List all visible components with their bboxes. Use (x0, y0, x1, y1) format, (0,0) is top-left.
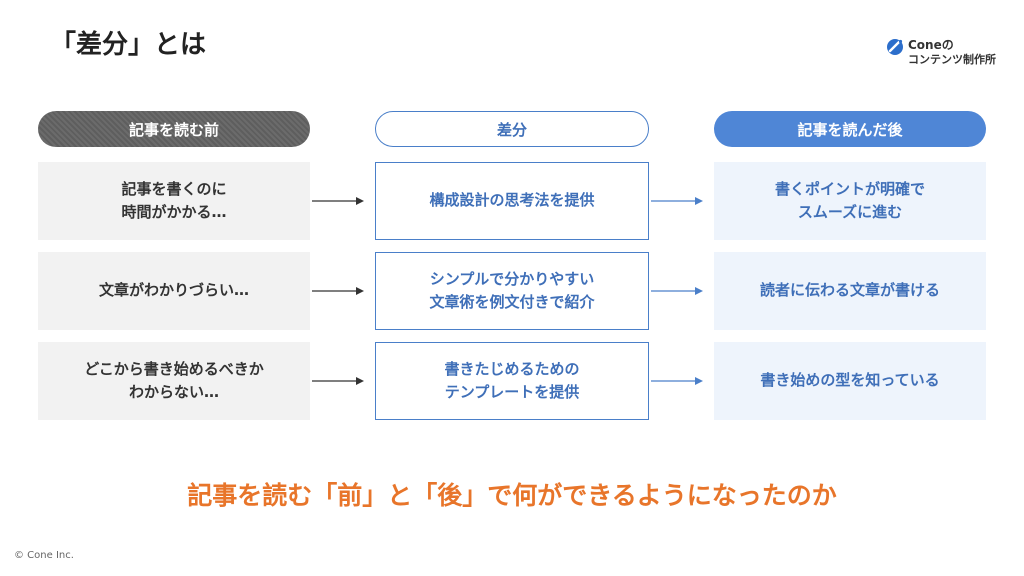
after-cell-3: 書き始めの型を知っている (714, 342, 986, 420)
copyright: © Cone Inc. (14, 550, 74, 561)
before-text-3: どこから書き始めるべきか わからない… (84, 359, 264, 401)
diff-text-2: シンプルで分かりやすい 文章術を例文付きで紹介 (429, 269, 595, 311)
diff-cell-3: 書きたじめるための テンプレートを提供 (375, 342, 649, 420)
arrow-right-icon (651, 377, 703, 385)
logo-text-line1: Coneの (908, 38, 954, 52)
arrow-right-icon (651, 197, 703, 205)
diff-cell-1: 構成設計の思考法を提供 (375, 162, 649, 240)
arrow-right-icon (312, 197, 364, 205)
page-title: 「差分」とは (50, 30, 207, 60)
before-cell-2: 文章がわかりづらい… (38, 252, 310, 330)
cone-logo-icon (887, 39, 903, 55)
header-after: 記事を読んだ後 (714, 111, 986, 147)
after-cell-2: 読者に伝わる文章が書ける (714, 252, 986, 330)
header-before: 記事を読む前 (38, 111, 310, 147)
after-text-2: 読者に伝わる文章が書ける (759, 281, 940, 300)
diff-text-3: 書きたじめるための テンプレートを提供 (444, 359, 580, 401)
header-diff: 差分 (375, 111, 649, 147)
before-cell-1: 記事を書くのに 時間がかかる… (38, 162, 310, 240)
before-text-2: 文章がわかりづらい… (98, 281, 249, 300)
arrow-right-icon (651, 287, 703, 295)
after-text-1: 書くポイントが明確で スムーズに進む (774, 179, 925, 221)
diff-cell-2: シンプルで分かりやすい 文章術を例文付きで紹介 (375, 252, 649, 330)
before-cell-3: どこから書き始めるべきか わからない… (38, 342, 310, 420)
before-text-1: 記事を書くのに 時間がかかる… (121, 179, 227, 221)
arrow-right-icon (312, 287, 364, 295)
after-text-3: 書き始めの型を知っている (760, 371, 940, 390)
bottom-message: 記事を読む「前」と「後」で何ができるようになったのか (187, 481, 837, 510)
after-cell-1: 書くポイントが明確で スムーズに進む (714, 162, 986, 240)
diff-text-1: 構成設計の思考法を提供 (429, 191, 595, 210)
cone-logo: Coneの コンテンツ制作所 (886, 36, 996, 70)
logo-text-line2: コンテンツ制作所 (908, 53, 996, 66)
arrow-right-icon (312, 377, 364, 385)
